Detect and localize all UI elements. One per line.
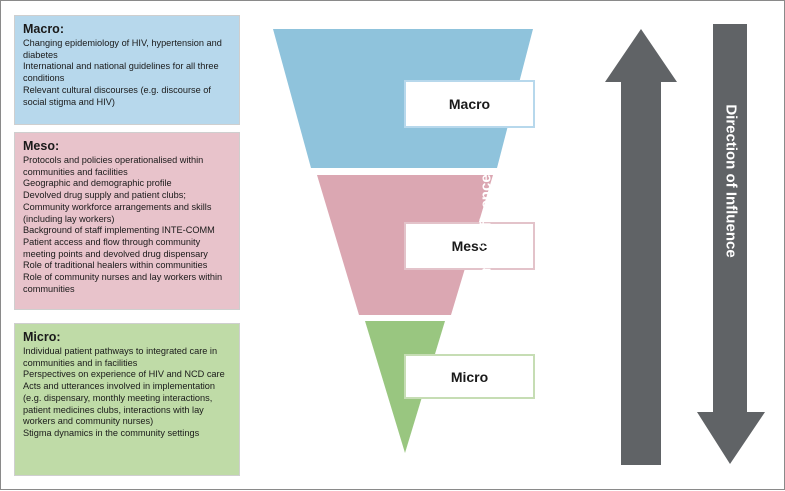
macro-item: Relevant cultural discourses (e.g. disco…: [23, 84, 211, 107]
down-arrow: [697, 24, 765, 464]
meso-item: Role of traditional healers within commu…: [23, 260, 208, 271]
micro-item: Perspectives on experience of HIV and NC…: [23, 369, 225, 380]
micro-label-box: Micro: [404, 354, 535, 399]
up-arrow-label: Direction of Influence: [477, 174, 495, 328]
macro-item: Changing epidemiology of HIV, hypertensi…: [23, 38, 222, 60]
meso-item: Geographic and demographic profile: [23, 178, 172, 189]
meso-items: Protocols and policies operationalised w…: [23, 155, 231, 295]
meso-box-title: Meso:: [23, 139, 60, 153]
meso-item: Patient access and flow through communit…: [23, 236, 208, 259]
macro-box-title: Macro:: [23, 22, 64, 36]
micro-label: Micro: [450, 368, 489, 385]
meso-item: Background of staff implementing INTE-CO…: [23, 225, 215, 236]
meso-label-box: Meso: [404, 222, 535, 270]
meso-item: Protocols and policies operationalised w…: [23, 155, 204, 177]
micro-item: Individual patient pathways to integrate…: [23, 346, 218, 368]
micro-box-title: Micro:: [23, 330, 61, 344]
macro-funnel-segment: [273, 29, 533, 168]
macro-items: Changing epidemiology of HIV, hypertensi…: [23, 38, 231, 108]
meso-item: Community workforce arrangements and ski…: [23, 201, 212, 224]
macro-label: Macro: [448, 96, 491, 112]
micro-item: Stigma dynamics in the community setting…: [23, 427, 200, 438]
micro-description-box: Micro: Individual patient pathways to in…: [14, 323, 240, 476]
down-arrow-label: Direction of Influence: [722, 104, 740, 258]
meso-label: Meso: [451, 238, 488, 254]
micro-items: Individual patient pathways to integrate…: [23, 346, 231, 440]
up-arrow: [605, 29, 677, 465]
macro-label-box: Macro: [404, 80, 535, 128]
meso-item: Role of community nurses and lay workers…: [23, 272, 223, 294]
meso-item: Devolved drug supply and patient clubs;: [23, 190, 186, 201]
macro-description-box: Macro: Changing epidemiology of HIV, hyp…: [14, 15, 240, 125]
macro-item: International and national guidelines fo…: [23, 61, 219, 84]
meso-description-box: Meso: Protocols and policies operational…: [14, 132, 240, 310]
micro-item: Acts and utterances involved in implemen…: [23, 381, 216, 427]
